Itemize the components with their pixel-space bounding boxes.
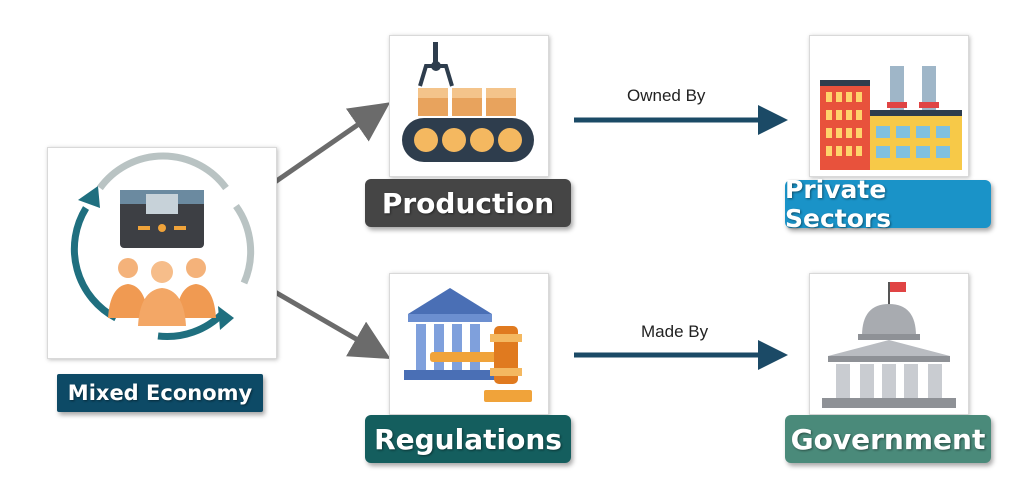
regulations-label: Regulations <box>365 415 571 463</box>
production-label: Production <box>365 179 571 227</box>
capitol-building-icon <box>822 282 956 408</box>
mixed-economy-card <box>47 147 277 359</box>
conveyor-belt-icon <box>402 42 534 162</box>
arrow-to-regulations <box>273 289 391 360</box>
court-gavel-icon <box>404 288 532 402</box>
regulations-card <box>389 273 549 415</box>
production-card <box>389 35 549 177</box>
factory-icon <box>820 66 962 170</box>
private-sectors-label: Private Sectors <box>785 175 991 233</box>
government-label: Government <box>785 415 991 463</box>
arrow-to-production <box>273 102 391 185</box>
private-sectors-card <box>809 35 969 177</box>
mixed-economy-label: Mixed Economy <box>57 374 263 412</box>
edge-label-made-by: Made By <box>641 322 709 341</box>
government-card <box>809 273 969 415</box>
edge-label-owned-by: Owned By <box>627 86 706 105</box>
economy-cycle-icon <box>70 152 255 341</box>
